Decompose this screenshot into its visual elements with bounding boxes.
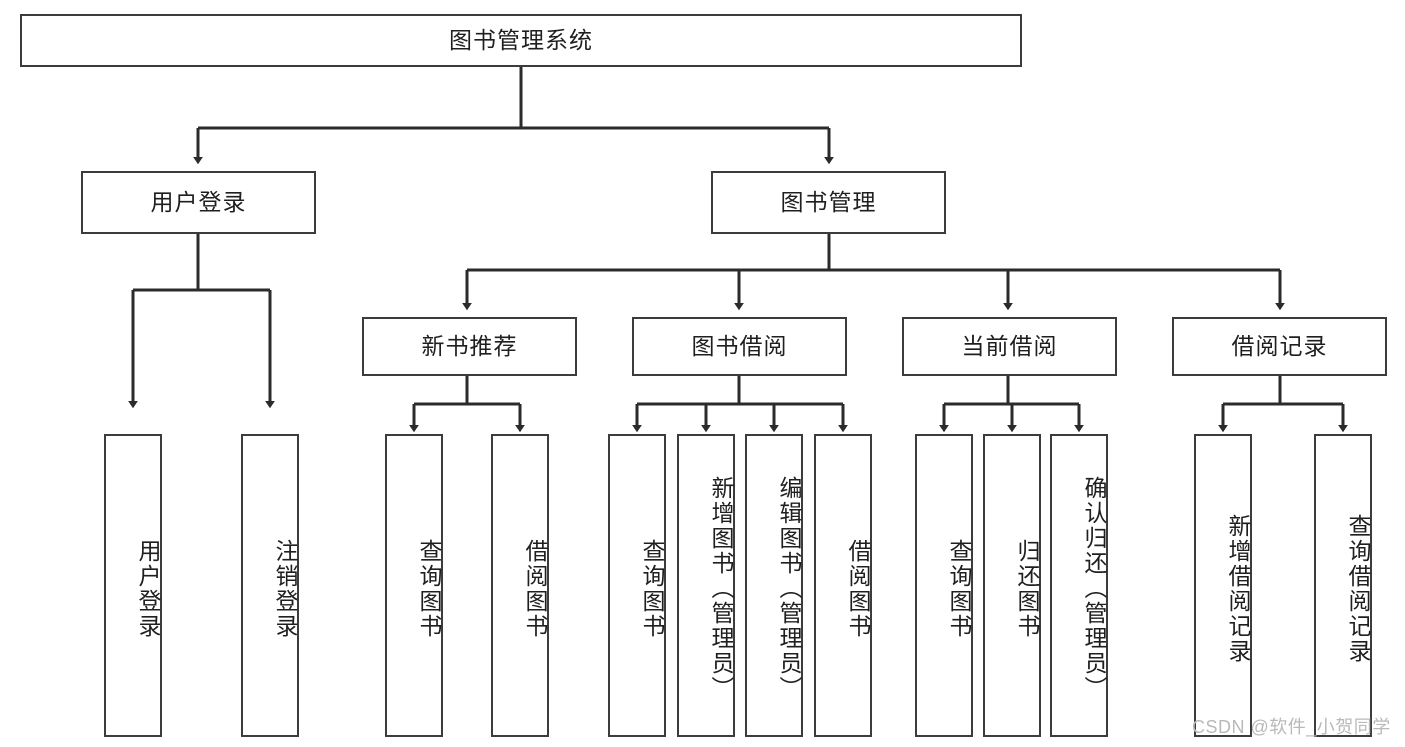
node-book-management[interactable]: 图书管理: [711, 171, 946, 234]
node-label: 借阅图书: [845, 538, 871, 639]
node-label: 注销登录: [272, 538, 298, 639]
leaf-new-book-query[interactable]: 查询图书: [385, 434, 443, 737]
node-label: 借阅记录: [1231, 332, 1328, 359]
node-label: 查询借阅记录: [1345, 513, 1371, 664]
node-label: 新增借阅记录: [1225, 513, 1251, 664]
node-label: 新增图书（管理员）: [708, 476, 734, 701]
leaf-user-login-logout[interactable]: 注销登录: [241, 434, 299, 737]
node-label: 归还图书: [1014, 538, 1040, 639]
node-label: 确认归还（管理员）: [1081, 476, 1107, 701]
node-label: 查询图书: [946, 538, 972, 639]
node-label: 图书管理系统: [449, 26, 593, 53]
leaf-borrow-edit-book-admin[interactable]: 编辑图书（管理员）: [745, 434, 803, 737]
node-label: 图书管理: [780, 188, 877, 215]
node-new-book-recommendation[interactable]: 新书推荐: [362, 317, 577, 376]
leaf-borrow-borrow-book[interactable]: 借阅图书: [814, 434, 872, 737]
leaf-current-query-book[interactable]: 查询图书: [915, 434, 973, 737]
node-label: 新书推荐: [421, 332, 518, 359]
node-label: 用户登录: [150, 188, 247, 215]
node-book-borrowing[interactable]: 图书借阅: [632, 317, 847, 376]
node-borrowing-record[interactable]: 借阅记录: [1172, 317, 1387, 376]
watermark-text: CSDN @软件_小贺同学: [1192, 717, 1391, 737]
node-user-login[interactable]: 用户登录: [81, 171, 316, 234]
leaf-borrow-query-book[interactable]: 查询图书: [608, 434, 666, 737]
node-root-book-management-system[interactable]: 图书管理系统: [20, 14, 1022, 67]
leaf-borrow-add-book-admin[interactable]: 新增图书（管理员）: [677, 434, 735, 737]
node-label: 图书借阅: [691, 332, 788, 359]
node-label: 查询图书: [416, 538, 442, 639]
node-label: 当前借阅: [961, 332, 1058, 359]
leaf-current-return-book[interactable]: 归还图书: [983, 434, 1041, 737]
leaf-current-confirm-return-admin[interactable]: 确认归还（管理员）: [1050, 434, 1108, 737]
node-label: 查询图书: [639, 538, 665, 639]
node-label: 用户登录: [135, 538, 161, 639]
leaf-record-query-record[interactable]: 查询借阅记录: [1314, 434, 1372, 737]
leaf-new-book-borrow[interactable]: 借阅图书: [491, 434, 549, 737]
leaf-user-login-login[interactable]: 用户登录: [104, 434, 162, 737]
leaf-record-add-record[interactable]: 新增借阅记录: [1194, 434, 1252, 737]
node-label: 借阅图书: [522, 538, 548, 639]
node-current-borrowing[interactable]: 当前借阅: [902, 317, 1117, 376]
node-label: 编辑图书（管理员）: [776, 476, 802, 701]
